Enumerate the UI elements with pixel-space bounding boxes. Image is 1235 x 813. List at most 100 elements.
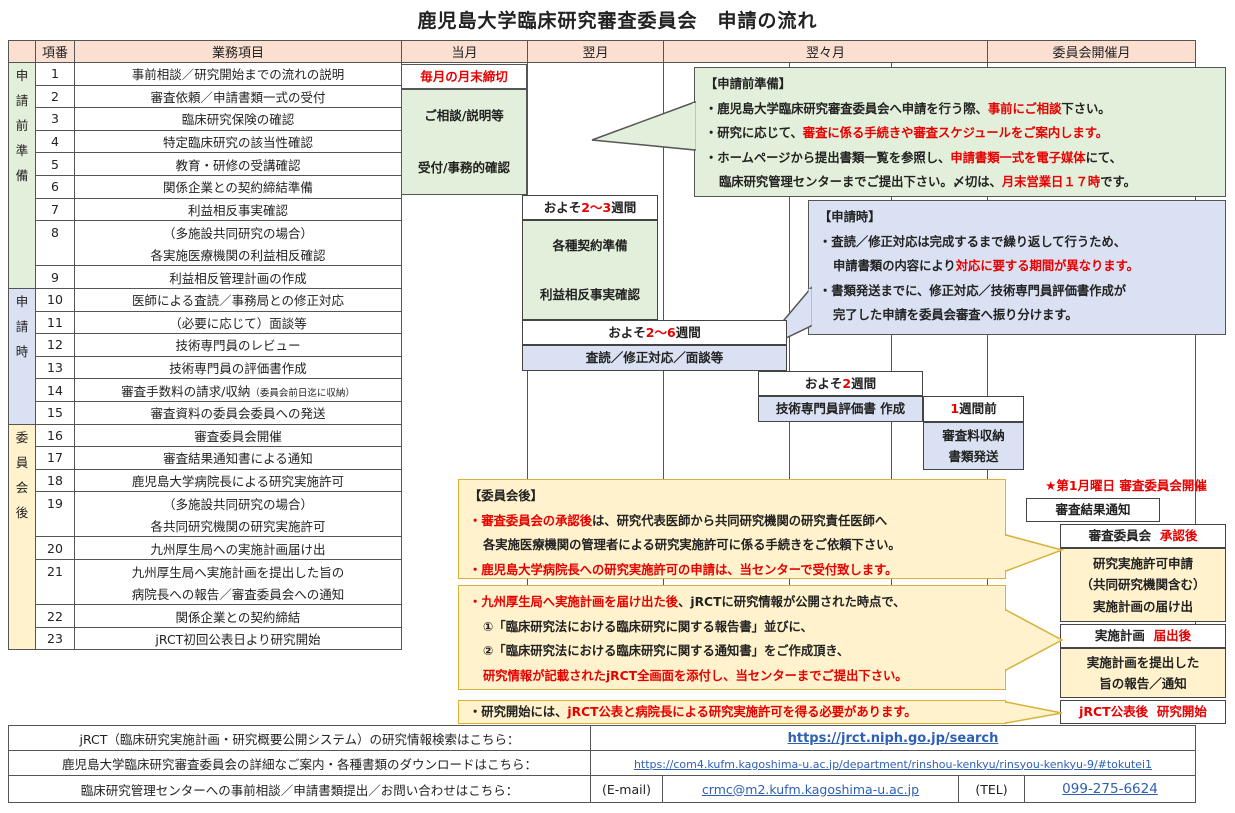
- row-number: 23: [35, 626, 75, 651]
- header-month1: 翌月: [527, 40, 664, 63]
- row-number: 9: [35, 265, 75, 289]
- send-docs-label: 書類発送: [948, 449, 999, 464]
- task-item: 関係企業との契約締結準備: [74, 174, 402, 199]
- task-item-label: 各共同研究機関の研究実施許可: [150, 518, 326, 534]
- task-item: 事前相談／研究開始までの流れの説明: [74, 62, 402, 86]
- timeline-cell: [987, 356, 1196, 379]
- footer-table: jRCT（臨床研究実施計画・研究概要公開システム）の研究情報検索はこちら： ht…: [8, 725, 1196, 803]
- timeline-cell: [401, 288, 528, 312]
- task-item-label: 各実施医療機関の利益相反確認: [150, 247, 326, 263]
- timeline-cell: [401, 424, 528, 447]
- permit-box: 研究実施許可申請 （共同研究機関含む） 実施計画の届け出: [1060, 548, 1226, 622]
- contract-prep-box: 各種契約準備 利益相反事実確認: [522, 220, 658, 320]
- timeline-cell: [891, 333, 988, 357]
- timeline-cell: [663, 446, 790, 470]
- task-item-label: 教育・研修の受講確認: [175, 157, 301, 173]
- task-item-label: 関係企業との契約締結準備: [163, 180, 313, 196]
- consult-box: ご相談/説明等 受付/事務的確認: [401, 89, 527, 195]
- note-app-line4: 完了した申請を委員会審査へ振り分けます。: [833, 308, 1078, 322]
- monthly-deadline: 毎月の月末締切: [420, 68, 508, 84]
- task-item: 教育・研修の受講確認: [74, 152, 402, 176]
- note-pre-pointer: [591, 100, 696, 151]
- timeline-cell: [401, 220, 528, 244]
- task-item-note: （委員会前日迄に収納）: [250, 387, 355, 399]
- task-item-label: 事前相談／研究開始までの流れの説明: [131, 67, 345, 83]
- report-box: 実施計画を提出した 旨の報告／通知: [1060, 648, 1226, 698]
- note-kousei-line2: ①「臨床研究法における臨床研究に関する報告書」並びに、: [483, 619, 813, 634]
- task-item: 鹿児島大学病院長による研究実施許可: [74, 468, 402, 493]
- task-item: 審査結果通知書による通知: [74, 446, 402, 470]
- header-blank: [8, 40, 36, 63]
- note-kouseikyoku: ・九州厚生局へ実施計画を届け出た後、jRCTに研究情報が公開された時点で、 ①「…: [458, 585, 1006, 690]
- row-number: 4: [35, 129, 75, 154]
- footer-jrct-cell: https://jrct.niph.go.jp/search: [590, 725, 1196, 751]
- footer-download-cell: https://com4.kufm.kagoshima-u.ac.jp/depa…: [590, 750, 1196, 776]
- section-after-meeting: 委 員 会 後: [8, 423, 36, 651]
- timeline-cell: [789, 446, 892, 470]
- timeline-cell: [401, 446, 528, 470]
- approved-box: 審査委員会 承認後: [1060, 524, 1226, 548]
- timeline-cell: [527, 446, 664, 470]
- permit-line2: （共同研究機関含む）: [1080, 577, 1206, 593]
- note-after-heading: 【委員会後】: [469, 489, 543, 503]
- task-item-label: 病院長への報告／審査委員会への通知: [131, 586, 345, 602]
- monthly-deadline-box: 毎月の月末締切: [401, 64, 527, 89]
- timeline-cell: [401, 198, 528, 221]
- row-number: 13: [35, 355, 75, 380]
- timeline-cell: [663, 198, 790, 221]
- task-item: jRCT初回公表日より研究開始: [74, 626, 402, 651]
- note-app-line1: ・査読／修正対応は完成するまで繰り返して行うため、: [819, 234, 1127, 249]
- tel-label: (TEL): [958, 775, 1025, 803]
- task-item: 審査手数料の請求/収納（委員会前日迄に収納）: [74, 378, 402, 402]
- row-number: 16: [35, 423, 75, 448]
- task-item-label: （多施設共同研究の場合）: [162, 496, 313, 512]
- timeline-cell: [401, 333, 528, 357]
- task-item: （必要に応じて）面談等: [74, 310, 402, 335]
- task-item: 利益相反事実確認: [74, 197, 402, 222]
- coi-check: 利益相反事実確認: [539, 286, 640, 302]
- task-item: 各共同研究機関の研究実施許可: [74, 514, 402, 538]
- note-pre-heading: 【申請前準備】: [705, 77, 792, 91]
- fee-label: 審査料収納: [942, 427, 1005, 443]
- task-item: 九州厚生局への実施計画届け出: [74, 536, 402, 561]
- note-kousei-pointer: [1004, 608, 1064, 672]
- task-item: 各実施医療機関の利益相反確認: [74, 243, 402, 267]
- row-number: 1: [35, 62, 75, 86]
- note-pre-line2: ・研究に応じて、審査に係る手続きや審査スケジュールをご案内します。: [705, 126, 1109, 140]
- note-after-meeting: 【委員会後】 ・審査委員会の承認後は、研究代表医師から共同研究機関の研究責任医師…: [458, 479, 1006, 579]
- note-after-line2: 各実施医療機関の管理者による研究実施許可に係る手続きをご依頼下さい。: [483, 538, 901, 552]
- jrct-search-link[interactable]: https://jrct.niph.go.jp/search: [787, 731, 999, 746]
- timeline-cell: [987, 333, 1196, 357]
- note-kousei-line3: ②「臨床研究法における臨床研究に関する通知書」をご作成頂き、: [483, 644, 850, 658]
- task-item-label: 審査委員会開催: [194, 428, 282, 444]
- footer-contact-label: 臨床研究管理センターへの事前相談／申請書類提出／お問い合わせはこちら：: [8, 775, 591, 803]
- review-box: 査読／修正対応／面談等: [522, 345, 787, 371]
- download-link[interactable]: https://com4.kufm.kagoshima-u.ac.jp/depa…: [633, 757, 1153, 771]
- timeline-cell: [401, 265, 528, 289]
- timeline-cell: [987, 378, 1196, 402]
- email-link[interactable]: crmc@m2.kufm.kagoshima-u.ac.jp: [701, 781, 920, 797]
- timeline-cell: [527, 62, 664, 86]
- tel-link[interactable]: 099-275-6624: [1062, 781, 1158, 797]
- timeline-cell: [663, 424, 790, 447]
- timeline-cell: [401, 401, 528, 424]
- timeline-cell: [401, 356, 528, 379]
- note-application: 【申請時】 ・査読／修正対応は完成するまで繰り返して行うため、 申請書類の内容に…: [808, 200, 1226, 335]
- task-item: （多施設共同研究の場合）: [74, 491, 402, 515]
- row-number: 15: [35, 400, 75, 425]
- task-item-label: 審査結果通知書による通知: [163, 451, 313, 467]
- row-number: [35, 514, 75, 538]
- result-notice-box: 審査結果通知: [1026, 498, 1160, 522]
- permit-line1: 研究実施許可申請: [1092, 556, 1193, 572]
- task-item: （多施設共同研究の場合）: [74, 220, 402, 244]
- task-item: 技術専門員のレビュー: [74, 333, 402, 357]
- task-item: 技術専門員の評価書作成: [74, 355, 402, 380]
- task-item-label: 鹿児島大学病院長による研究実施許可: [131, 473, 345, 489]
- task-item-label: 審査手数料の請求/収納: [121, 383, 251, 399]
- section-application: 申 請 時: [8, 287, 36, 425]
- task-item: 審査依頼／申請書類一式の受付: [74, 84, 402, 109]
- row-number: 3: [35, 107, 75, 131]
